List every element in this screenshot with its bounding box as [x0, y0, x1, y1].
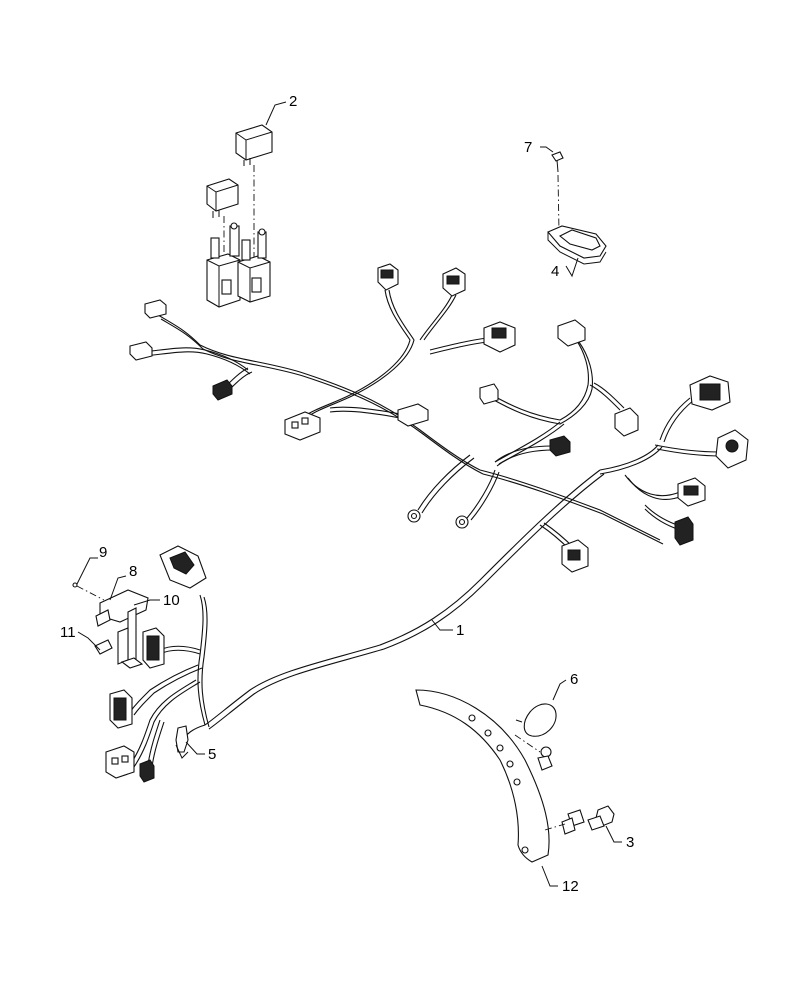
connector [549, 435, 571, 457]
callout-7: 7 [524, 139, 532, 156]
relay-socket [206, 222, 241, 308]
grommet-item-4 [547, 225, 607, 265]
relay-socket [237, 228, 271, 303]
screw-item-7 [551, 151, 564, 233]
callout-12: 12 [562, 878, 579, 895]
callout-2: 2 [289, 93, 297, 110]
bolt-item-3 [544, 805, 615, 835]
relay [235, 124, 273, 166]
connector [614, 407, 639, 437]
callout-8: 8 [129, 563, 137, 580]
connector [674, 516, 694, 546]
relay-assembly [206, 124, 273, 308]
connector [129, 341, 153, 361]
connectors [105, 263, 749, 783]
connector [144, 299, 167, 319]
callout-11: 11 [60, 624, 76, 641]
mounting-bracket [72, 582, 149, 669]
wire-harness-1 [129, 289, 723, 768]
callouts: 2 7 4 1 6 5 3 12 9 8 10 11 [60, 93, 634, 895]
callout-4: 4 [551, 263, 559, 280]
bracket-clip [94, 639, 113, 655]
ring-terminal [407, 509, 421, 523]
callout-3: 3 [626, 834, 634, 851]
callout-1: 1 [456, 622, 464, 639]
tie-strap-item-6 [514, 703, 557, 771]
callout-9: 9 [99, 544, 107, 561]
ground-terminal [175, 725, 189, 753]
relay [206, 178, 239, 218]
callout-6: 6 [570, 671, 578, 688]
callout-5: 5 [208, 746, 216, 763]
connector [397, 403, 429, 427]
ring-terminal [455, 515, 469, 529]
connector [557, 319, 586, 347]
connector [139, 759, 155, 783]
connector [212, 379, 233, 401]
connector [105, 745, 135, 779]
strap-item-12 [415, 689, 550, 863]
connector [479, 383, 499, 405]
callout-10: 10 [163, 592, 180, 609]
connector [284, 411, 321, 441]
